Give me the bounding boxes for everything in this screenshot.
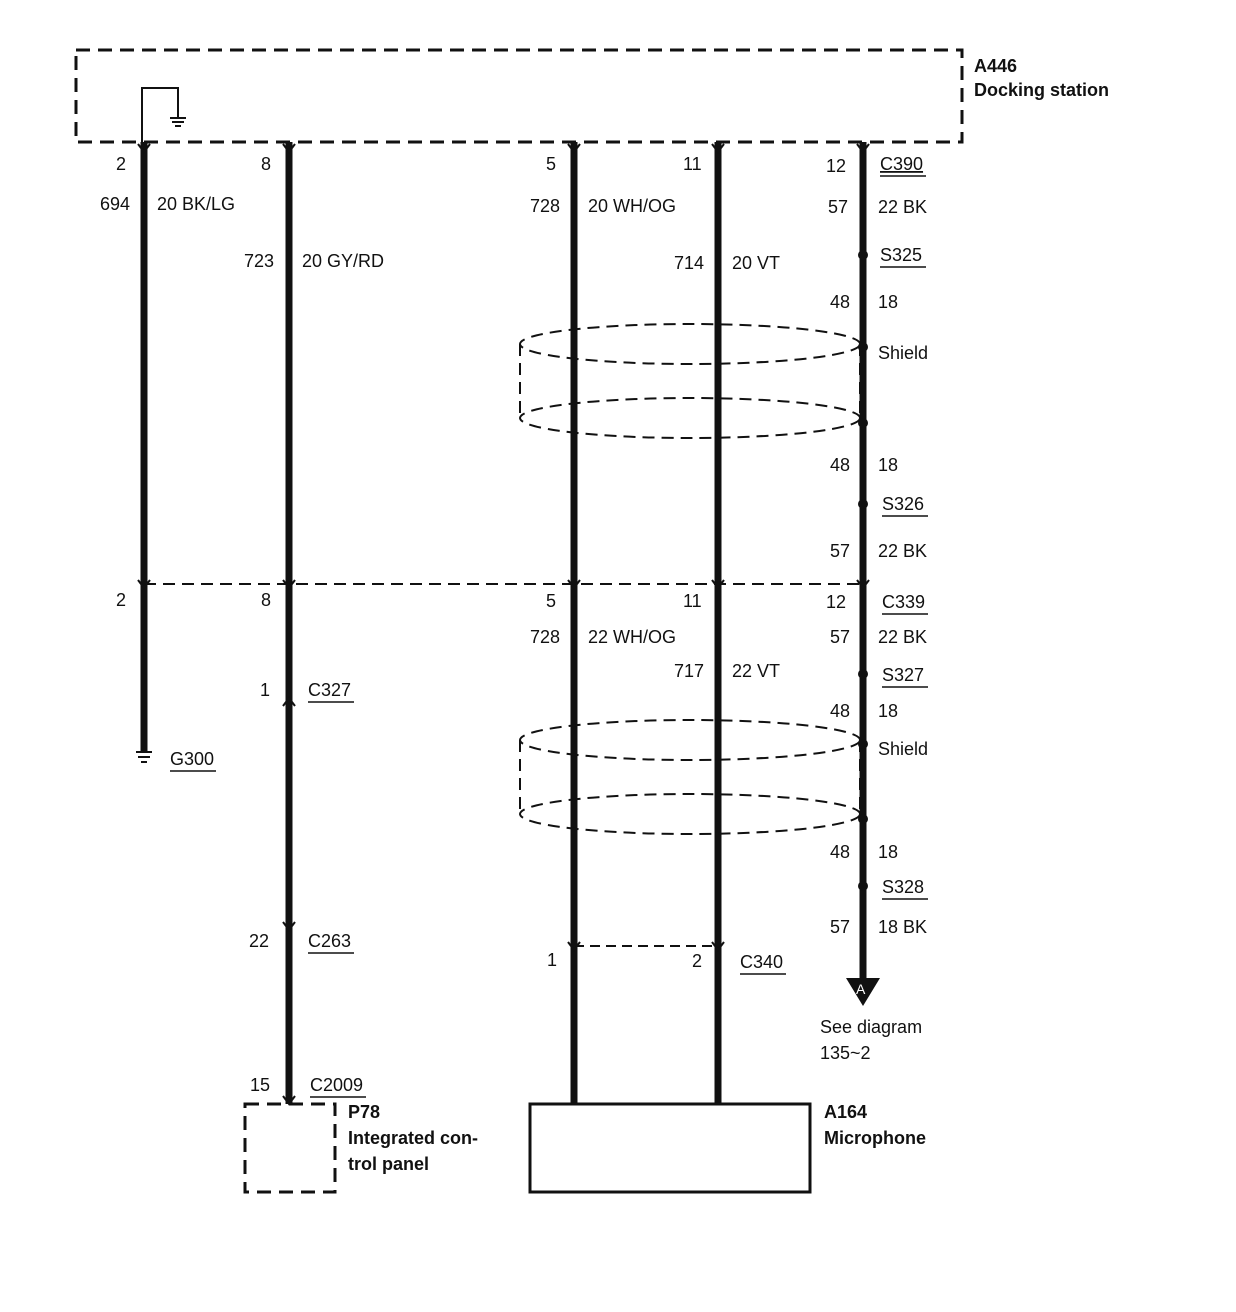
pin-c2009: 15 bbox=[250, 1075, 270, 1095]
connector-c339: C339 bbox=[882, 592, 925, 612]
upper-shield bbox=[519, 323, 861, 439]
w5d-circuit: 57 bbox=[830, 541, 850, 561]
w1-circuit: 694 bbox=[100, 194, 130, 214]
control-panel-box bbox=[243, 1102, 337, 1194]
pin-mid-w1: 2 bbox=[116, 590, 126, 610]
w5c-circuit: 48 bbox=[830, 455, 850, 475]
pin-c327: 1 bbox=[260, 680, 270, 700]
shield-label-lower: Shield bbox=[878, 739, 928, 759]
g300-ground-icon bbox=[136, 751, 152, 763]
docking-station-id: A446 bbox=[974, 56, 1017, 76]
splice-s327-label: S327 bbox=[882, 665, 924, 685]
splice-s325 bbox=[858, 250, 868, 260]
w4-lower-circuit: 717 bbox=[674, 661, 704, 681]
connector-c340: C340 bbox=[740, 952, 783, 972]
w3-upper-circuit: 728 bbox=[530, 196, 560, 216]
w5a-circuit: 57 bbox=[828, 197, 848, 217]
c327-mark bbox=[282, 696, 296, 707]
see-diagram-line2: 135~2 bbox=[820, 1043, 871, 1063]
w1-spec: 20 BK/LG bbox=[157, 194, 235, 214]
w3-upper-spec: 20 WH/OG bbox=[588, 196, 676, 216]
splice-shield-upper-bottom bbox=[858, 418, 868, 428]
offpage-arrow-a bbox=[846, 978, 880, 1006]
connector-c390: C390 bbox=[880, 154, 923, 174]
microphone-id: A164 bbox=[824, 1102, 867, 1122]
c263-mark bbox=[282, 921, 296, 932]
offpage-arrow-letter: A bbox=[856, 981, 866, 997]
pin-top-w4: 11 bbox=[683, 154, 702, 174]
control-panel-name-1: Integrated con- bbox=[348, 1128, 478, 1148]
control-panel-id: P78 bbox=[348, 1102, 380, 1122]
connector-c263: C263 bbox=[308, 931, 351, 951]
pin-top-w2: 8 bbox=[261, 154, 271, 174]
pin-c340-b: 2 bbox=[692, 951, 702, 971]
w5e-circuit: 57 bbox=[830, 627, 850, 647]
splice-s326 bbox=[858, 499, 868, 509]
w5f-circuit: 48 bbox=[830, 701, 850, 721]
w3-lower-circuit: 728 bbox=[530, 627, 560, 647]
connector-c327: C327 bbox=[308, 680, 351, 700]
lower-shield bbox=[519, 719, 861, 835]
c340-ticks bbox=[567, 941, 725, 952]
control-panel-name-2: trol panel bbox=[348, 1154, 429, 1174]
w5b-spec: 18 bbox=[878, 292, 898, 312]
docking-station-name: Docking station bbox=[974, 80, 1109, 100]
g300-label: G300 bbox=[170, 749, 214, 769]
w5g-spec: 18 bbox=[878, 842, 898, 862]
w5g-circuit: 48 bbox=[830, 842, 850, 862]
see-diagram-line1: See diagram bbox=[820, 1017, 922, 1037]
w5h-circuit: 57 bbox=[830, 917, 850, 937]
w5a-spec: 22 BK bbox=[878, 197, 927, 217]
internal-ground-icon bbox=[170, 117, 186, 127]
w5h-spec: 18 BK bbox=[878, 917, 927, 937]
pin-top-w5: 12 bbox=[826, 156, 846, 176]
w4-lower-spec: 22 VT bbox=[732, 661, 780, 681]
microphone-name: Microphone bbox=[824, 1128, 926, 1148]
pin-c263: 22 bbox=[249, 931, 269, 951]
w5d-spec: 22 BK bbox=[878, 541, 927, 561]
pin-top-w1: 2 bbox=[116, 154, 126, 174]
w5e-spec: 22 BK bbox=[878, 627, 927, 647]
w5c-spec: 18 bbox=[878, 455, 898, 475]
splice-s328-label: S328 bbox=[882, 877, 924, 897]
pin-mid-w2: 8 bbox=[261, 590, 271, 610]
splice-s325-label: S325 bbox=[880, 245, 922, 265]
c390-ticks bbox=[137, 143, 870, 154]
microphone-box bbox=[528, 1102, 812, 1194]
pin-top-w3: 5 bbox=[546, 154, 556, 174]
w3-lower-spec: 22 WH/OG bbox=[588, 627, 676, 647]
pin-mid-w3: 5 bbox=[546, 591, 556, 611]
w4-upper-circuit: 714 bbox=[674, 253, 704, 273]
w4-upper-spec: 20 VT bbox=[732, 253, 780, 273]
splice-s328 bbox=[858, 881, 868, 891]
splice-s326-label: S326 bbox=[882, 494, 924, 514]
internal-ground-wire bbox=[141, 87, 179, 142]
splice-shield-lower-bottom bbox=[858, 814, 868, 824]
shield-label-upper: Shield bbox=[878, 343, 928, 363]
w2-spec: 20 GY/RD bbox=[302, 251, 384, 271]
pin-c340-a: 1 bbox=[547, 950, 557, 970]
splice-dots bbox=[858, 250, 868, 891]
docking-station-box bbox=[74, 48, 964, 144]
splice-s327 bbox=[858, 669, 868, 679]
w2-circuit: 723 bbox=[244, 251, 274, 271]
pin-mid-w5: 12 bbox=[826, 592, 846, 612]
w5b-circuit: 48 bbox=[830, 292, 850, 312]
pin-mid-w4: 11 bbox=[683, 591, 702, 611]
c339-ticks bbox=[137, 579, 870, 590]
w5f-spec: 18 bbox=[878, 701, 898, 721]
connector-c2009: C2009 bbox=[310, 1075, 363, 1095]
